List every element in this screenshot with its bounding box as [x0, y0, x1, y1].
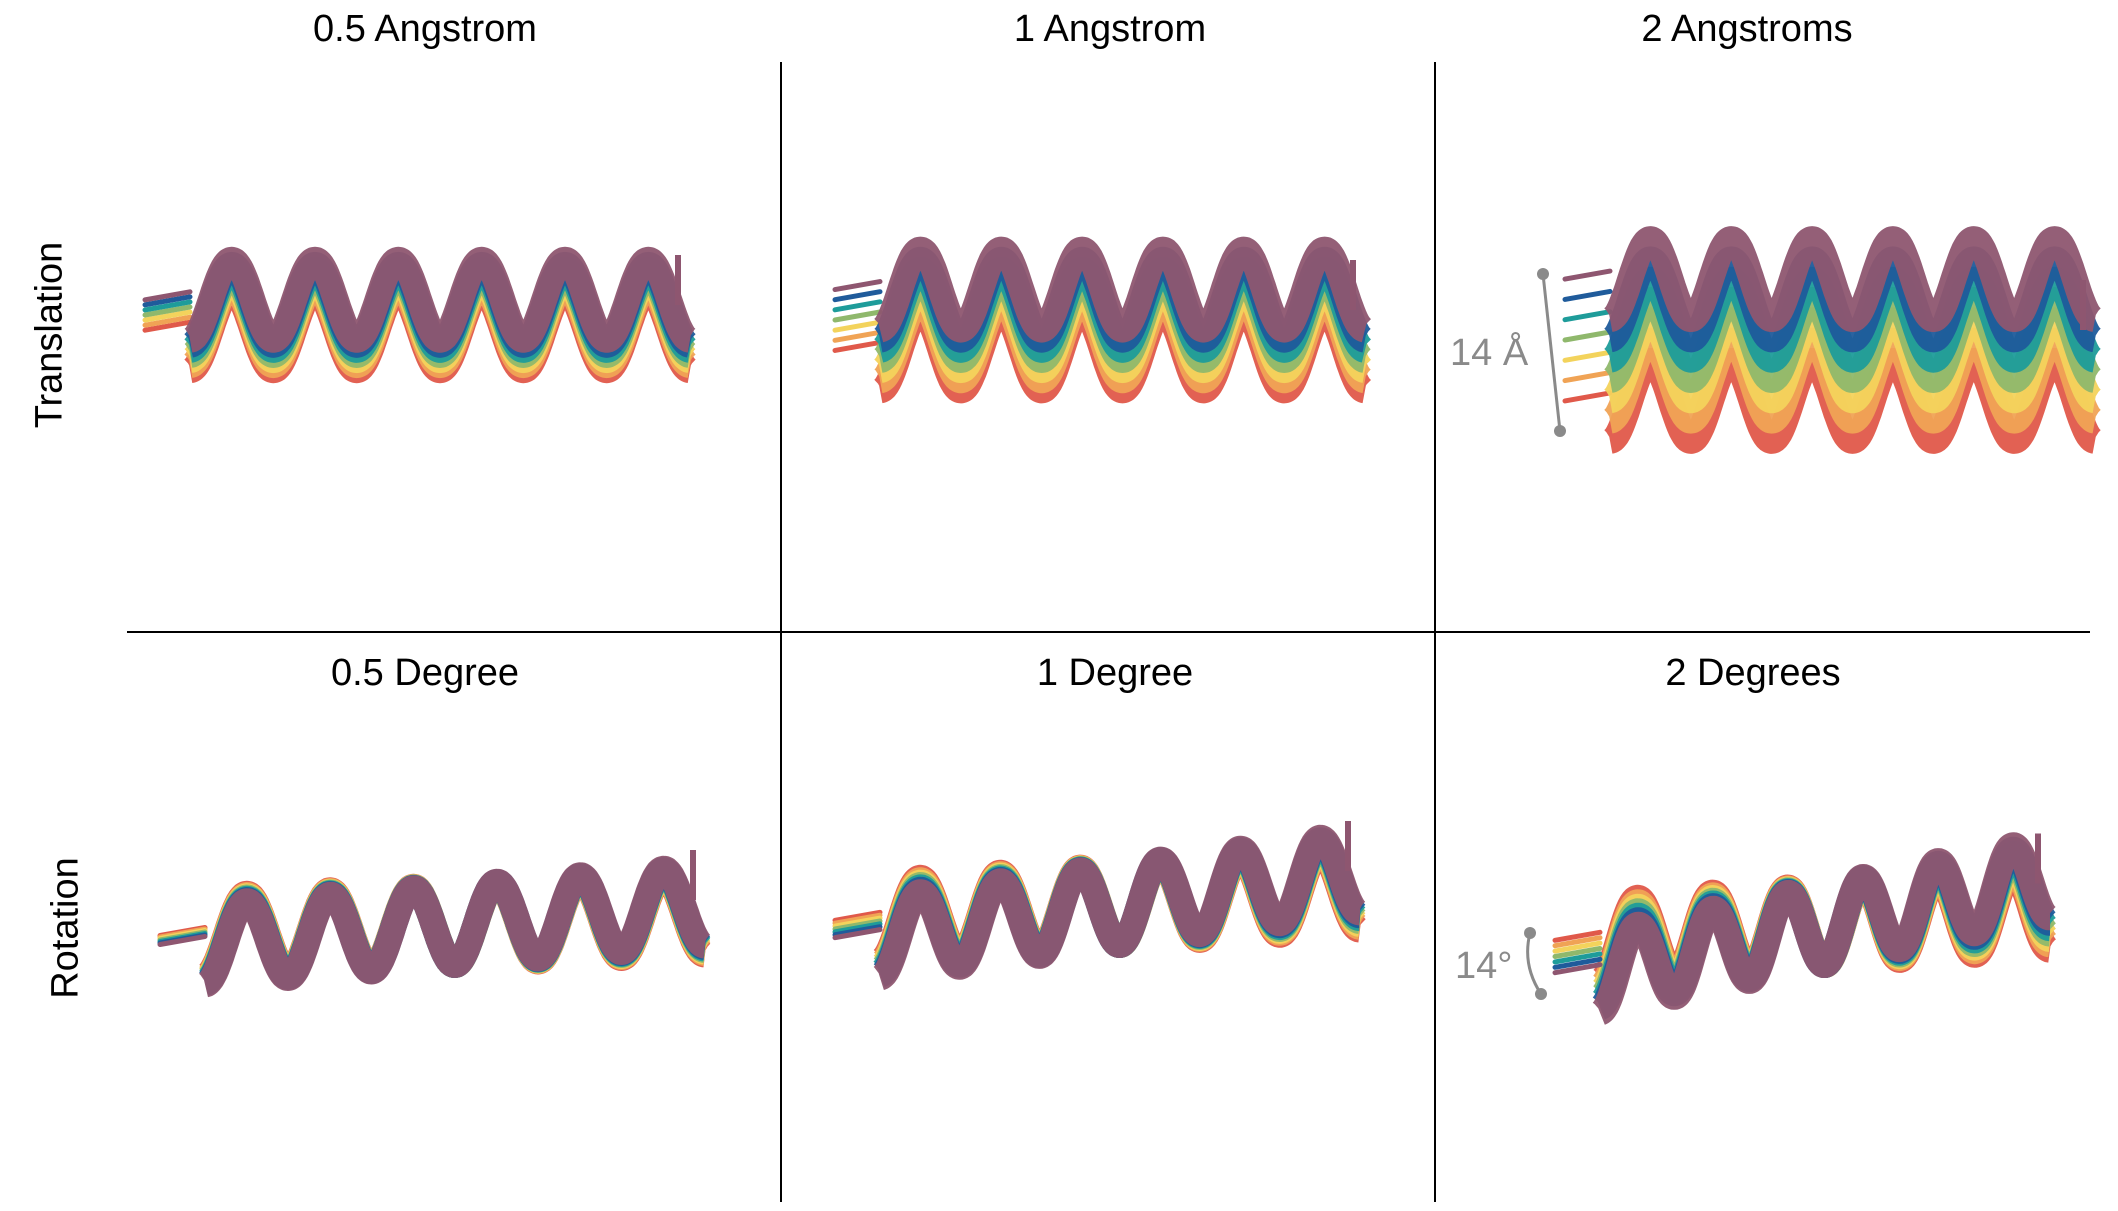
helix-tail-0 — [1562, 390, 1613, 404]
helix-copy-1 — [1598, 327, 2107, 434]
helix-tail-5 — [1552, 956, 1603, 970]
rotation-span-label: 14° — [1455, 945, 1513, 987]
helix-tail-3 — [1562, 329, 1613, 343]
helix-ensemble-1 — [832, 236, 1377, 404]
helix-tail-1 — [1552, 935, 1603, 949]
helix-ensemble-5 — [1552, 832, 2062, 1026]
helix-tail-4 — [142, 299, 193, 313]
helix-tail-6 — [1552, 962, 1603, 976]
helix-tail-5 — [142, 294, 193, 308]
translation-span-endpoint-bottom — [1554, 425, 1566, 437]
helix-tail-2 — [1552, 940, 1603, 954]
helix-tail-0 — [832, 339, 883, 353]
helix-ensemble-0 — [142, 246, 702, 384]
helix-copy-2 — [1598, 307, 2107, 414]
helix-copy-3 — [1598, 287, 2107, 393]
helix-tail-4 — [1552, 951, 1603, 965]
helix-tail-3 — [1552, 946, 1603, 959]
helix-tail-6 — [142, 289, 193, 303]
helix-tail-1 — [832, 912, 883, 926]
helix-tail-5 — [832, 289, 883, 303]
helix-tail-2 — [832, 915, 883, 929]
helix-tail-2 — [1562, 349, 1613, 363]
helix-copy-6 — [1598, 226, 2107, 333]
title-1-angstrom: 1 Angstrom — [1013, 8, 1207, 50]
helix-tail-6 — [832, 927, 883, 941]
helix-tail-2 — [142, 309, 193, 323]
helix-tail-2 — [832, 319, 883, 333]
rotation-span-endpoint-bottom — [1535, 988, 1547, 1000]
helix-tail-3 — [832, 918, 883, 932]
helix-tail-6 — [832, 279, 883, 293]
helix-copy-6 — [178, 246, 702, 353]
helix-tail-3 — [832, 309, 883, 323]
helix-tail-4 — [1562, 309, 1613, 323]
helix-tail-6 — [157, 934, 208, 947]
helix-copy-6 — [193, 855, 717, 998]
grid-divider-horizontal — [127, 631, 2090, 633]
helix-tail-1 — [142, 314, 193, 328]
helix-tail-4 — [832, 299, 883, 313]
rotation-span-arc — [1526, 932, 1543, 995]
helix-tail-6 — [1562, 268, 1613, 282]
helix-tail-0 — [1552, 929, 1603, 943]
helix-tail-0 — [142, 319, 193, 333]
helix-tail-1 — [832, 329, 883, 343]
helix-ensemble-2 — [1562, 226, 2107, 454]
rotation-span-endpoint-top — [1524, 927, 1536, 939]
helix-copy-6 — [1588, 832, 2062, 1026]
title-0-5-degree: 0.5 Degree — [330, 652, 520, 694]
title-0-5-angstrom: 0.5 Angstrom — [313, 8, 537, 50]
translation-span-bar — [1541, 273, 1562, 432]
helix-tail-0 — [832, 909, 883, 923]
helix-ensemble-4 — [832, 821, 1372, 991]
helix-copy-5 — [1598, 246, 2107, 353]
helix-tail-5 — [832, 924, 883, 938]
title-2-angstroms: 2 Angstroms — [1641, 8, 1853, 50]
title-2-degrees: 2 Degrees — [1665, 652, 1841, 694]
helix-tail-5 — [1562, 288, 1613, 302]
translation-span-label: 14 Å — [1450, 332, 1529, 374]
helix-copy-6 — [868, 824, 1372, 991]
helix-ensemble-3 — [157, 850, 717, 998]
translation-span-endpoint-top — [1537, 268, 1549, 280]
helix-copy-0 — [1598, 347, 2107, 454]
title-1-degree: 1 Degree — [1036, 652, 1194, 694]
helix-tail-4 — [832, 921, 883, 935]
helix-tail-3 — [142, 304, 193, 318]
helix-copy-6 — [868, 236, 1377, 343]
helix-tail-1 — [1562, 370, 1613, 384]
helix-copy-4 — [1598, 266, 2107, 373]
